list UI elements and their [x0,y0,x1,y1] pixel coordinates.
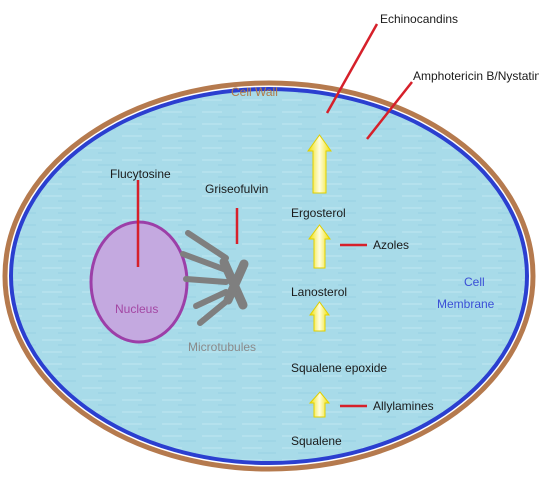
label-cell-wall: Cell Wall [231,85,278,99]
label-lanosterol: Lanosterol [291,285,347,299]
label-squalene: Squalene [291,434,342,448]
label-nucleus: Nucleus [115,302,158,316]
label-microtubules: Microtubules [188,340,256,354]
label-flucytosine: Flucytosine [110,167,171,181]
label-cell-membrane-line1: Cell [464,275,485,289]
label-azoles: Azoles [373,238,409,252]
label-echinocandins: Echinocandins [380,12,458,26]
label-cell-membrane-line2: Membrane [437,297,495,311]
cell-membrane [11,89,527,463]
label-griseofulvin: Griseofulvin [205,182,268,196]
label-amphotericin: Amphotericin B/Nystatin [413,69,539,83]
label-ergosterol: Ergosterol [291,206,346,220]
label-allylamines: Allylamines [373,399,434,413]
label-squalene-epoxide: Squalene epoxide [291,361,387,375]
